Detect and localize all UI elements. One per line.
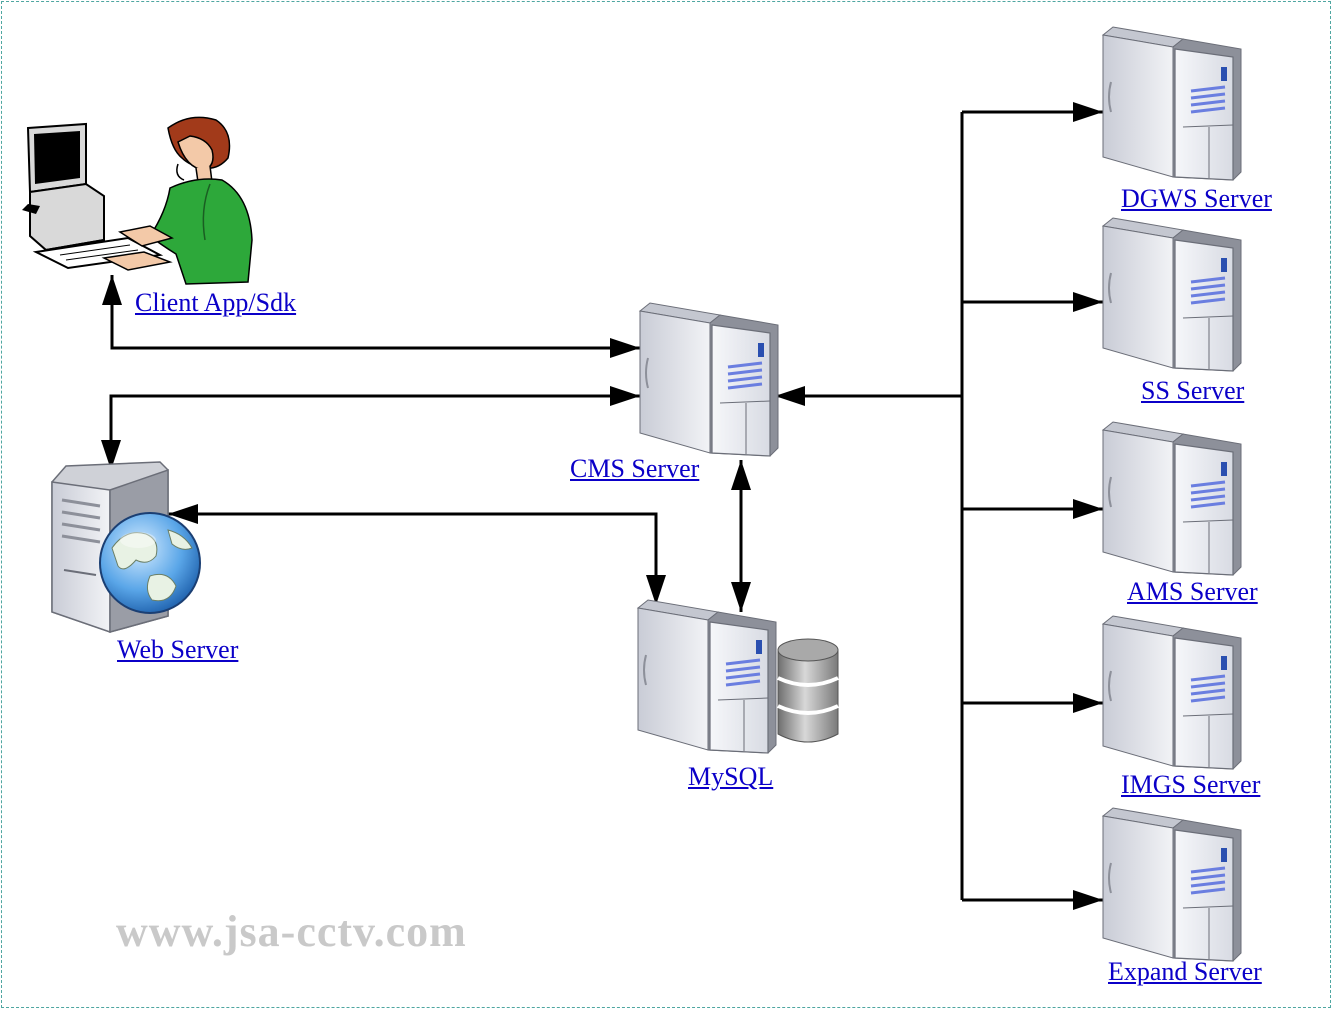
connectors	[101, 102, 1103, 910]
ams-server-icon	[1101, 420, 1243, 577]
edge-web-cms	[101, 386, 640, 470]
web-server-icon	[51, 461, 201, 634]
client-app-link[interactable]: Client App/Sdk	[135, 288, 297, 317]
cms-server-icon	[638, 301, 780, 458]
client-workstation-icon	[22, 116, 253, 285]
imgs-server-icon	[1101, 614, 1243, 771]
edge-web-mysql	[168, 504, 666, 605]
imgs-server-link[interactable]: IMGS Server	[1121, 770, 1261, 799]
cms-server-link[interactable]: CMS Server	[570, 454, 700, 483]
mysql-server-icon	[636, 598, 839, 755]
mysql-link[interactable]: MySQL	[688, 762, 774, 791]
ams-server-link[interactable]: AMS Server	[1127, 577, 1258, 606]
ss-server-link[interactable]: SS Server	[1141, 376, 1245, 405]
globe-icon	[99, 512, 201, 614]
web-server-link[interactable]: Web Server	[117, 635, 239, 664]
dgws-server-link[interactable]: DGWS Server	[1121, 184, 1272, 213]
dgws-server-icon	[1101, 25, 1243, 182]
database-cylinder-icon	[777, 638, 839, 743]
person-typing-icon	[101, 116, 253, 285]
edge-client-cms	[102, 275, 640, 358]
watermark: www.jsa-cctv.com	[116, 907, 467, 956]
ss-server-icon	[1101, 216, 1243, 373]
expand-server-icon	[1101, 806, 1243, 963]
desktop-monitor-icon	[22, 122, 164, 270]
expand-server-link[interactable]: Expand Server	[1108, 957, 1262, 986]
